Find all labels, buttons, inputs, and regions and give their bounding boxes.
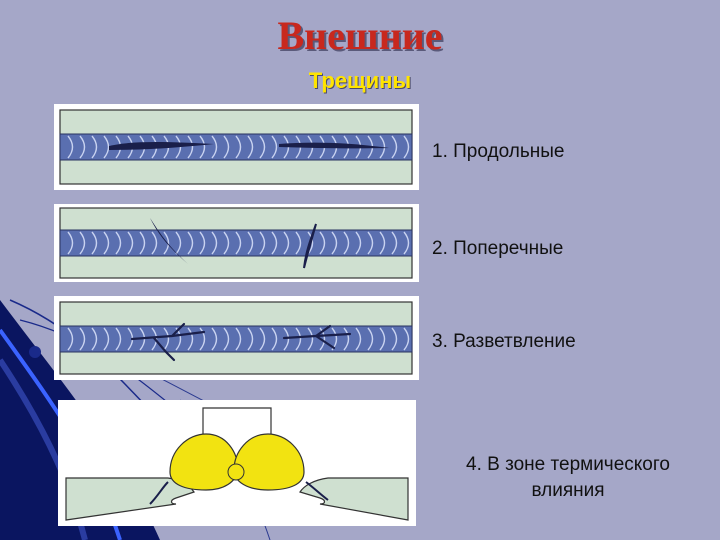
weld-ripple (211, 231, 218, 255)
weld-ripple (355, 231, 362, 255)
weld-ripple (67, 327, 74, 351)
weld-ripple (307, 231, 314, 255)
weld-ripple (319, 327, 326, 351)
weld-ripple (127, 231, 134, 255)
weld-ripple (271, 327, 278, 351)
weld-ripple (91, 231, 98, 255)
weld-ripple (235, 327, 242, 351)
weld-ripple (319, 231, 326, 255)
longitudinal-crack-image (54, 104, 419, 190)
weld-ripple (199, 231, 206, 255)
weld-ripple (343, 231, 350, 255)
weld-ripple (379, 327, 386, 351)
weld-ripple (199, 327, 206, 351)
weld-ripple (103, 135, 110, 159)
longitudinal-label: 1. Продольные (432, 141, 565, 162)
weld-ripple (163, 327, 170, 351)
weld-ripple (79, 135, 86, 159)
haz-label-line-1: 4. В зоне термического (466, 454, 670, 475)
haz-label: 4. В зоне термического влияния (428, 452, 708, 504)
weld-ripple (79, 231, 86, 255)
weld-ripple (187, 231, 194, 255)
slide-title: Внешние (277, 13, 443, 58)
weld-ripple (211, 327, 218, 351)
weld-ripple (271, 231, 278, 255)
weld-ripple (103, 231, 110, 255)
weld-ripple (259, 135, 266, 159)
weld-ripple (379, 231, 386, 255)
weld-ripple (223, 327, 230, 351)
weld-ripple (163, 231, 170, 255)
weld-ripple (187, 327, 194, 351)
weld-ripple (67, 135, 74, 159)
weld-ripple (391, 327, 398, 351)
haz-crack-image (58, 400, 416, 526)
weld-ripple (295, 231, 302, 255)
weld-ripple (391, 135, 398, 159)
weld-ripple (271, 135, 278, 159)
weld-ripple (247, 231, 254, 255)
weld-ripple (343, 327, 350, 351)
weld-ripple (247, 327, 254, 351)
weld-ripple (379, 135, 386, 159)
weld-ripple (67, 231, 74, 255)
haz-label-line-2: влияния (531, 480, 605, 501)
branching-label: 3. Разветвление (432, 331, 576, 352)
weld-ripple (367, 327, 374, 351)
weld-ripple (403, 231, 410, 255)
weld-ripple (211, 135, 218, 159)
bullet-dot (29, 346, 41, 358)
weld-ripple (91, 327, 98, 351)
weld-ripple (151, 231, 158, 255)
transverse-crack-image (54, 204, 419, 282)
weld-ripple (295, 327, 302, 351)
weld-ripple (367, 231, 374, 255)
weld-ripple (223, 231, 230, 255)
weld-ripple (283, 231, 290, 255)
weld-ripple (151, 327, 158, 351)
slide-subtitle: Трещины (308, 68, 412, 93)
weld-ripple (259, 327, 266, 351)
weld-ripple (223, 135, 230, 159)
weld-ripple (187, 135, 194, 159)
branching-crack-image (54, 296, 419, 380)
weld-ripple (331, 231, 338, 255)
weld-ripple (391, 231, 398, 255)
weld-ripple (199, 135, 206, 159)
weld-ripple (115, 231, 122, 255)
weld-ripple (307, 327, 314, 351)
weld-ripple (283, 327, 290, 351)
weld-ripple (139, 231, 146, 255)
weld-ripple (79, 327, 86, 351)
weld-ripple (259, 231, 266, 255)
weld-ripple (175, 231, 182, 255)
weld-ripple (403, 327, 410, 351)
weld-ripple (103, 327, 110, 351)
weld-ripple (355, 327, 362, 351)
weld-ripple (235, 135, 242, 159)
transverse-label: 2. Поперечные (432, 238, 564, 259)
weld-ripple (403, 135, 410, 159)
weld-ripple (91, 135, 98, 159)
weld-ripple (247, 135, 254, 159)
weld-ripple (115, 327, 122, 351)
weld-ripple (235, 231, 242, 255)
